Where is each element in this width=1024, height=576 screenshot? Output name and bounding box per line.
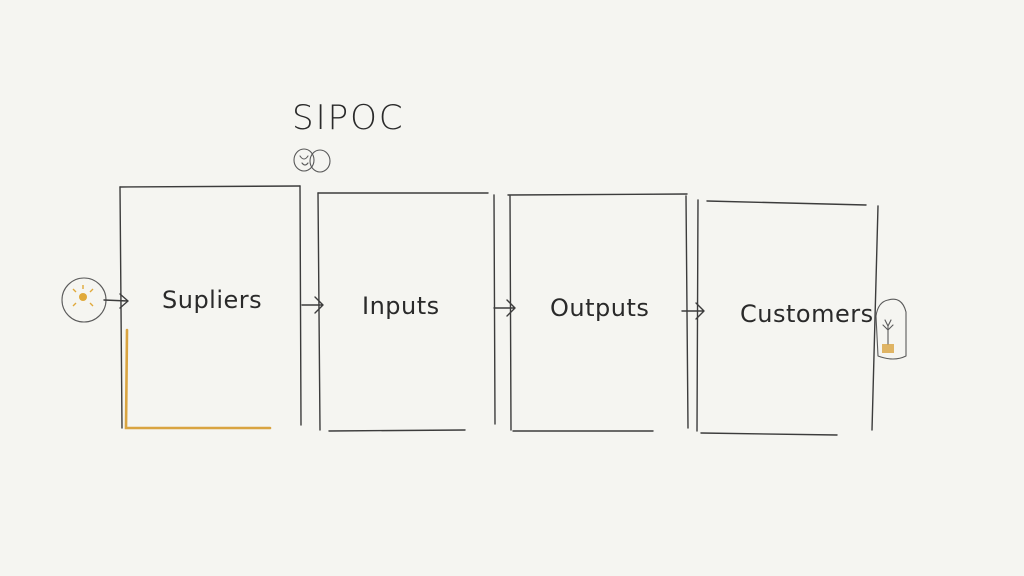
stage-inputs: Inputs bbox=[317, 192, 496, 432]
diagram-title: SIPOC bbox=[292, 98, 405, 138]
arrow-suppliers-to-inputs bbox=[301, 296, 324, 314]
stage-suppliers: Supliers bbox=[103, 185, 302, 430]
stage-label-outputs: Outputs bbox=[550, 294, 649, 322]
sun-sketch-icon bbox=[61, 277, 107, 323]
doodle-icon bbox=[293, 148, 331, 173]
stage-label-customers: Customers bbox=[740, 300, 874, 328]
stage-outputs: Outputs bbox=[507, 193, 689, 432]
stage-label-suppliers: Supliers bbox=[162, 286, 262, 314]
stage-label-inputs: Inputs bbox=[362, 292, 440, 320]
stage-customers: Customers bbox=[696, 199, 879, 436]
arrow-inputs-to-outputs bbox=[493, 299, 516, 317]
plant-pot-icon bbox=[875, 298, 907, 360]
arrow-start-to-suppliers bbox=[103, 293, 129, 309]
arrow-outputs-to-customers bbox=[681, 302, 705, 320]
